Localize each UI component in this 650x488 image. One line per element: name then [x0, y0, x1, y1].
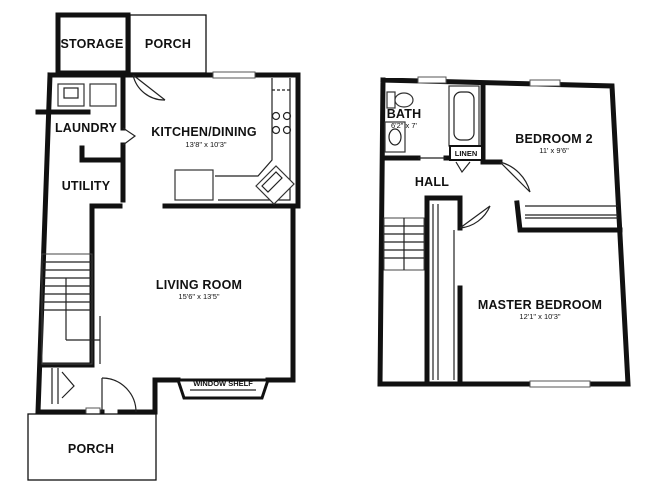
bedroom-2-dimensions: 11' x 9'6" [539, 146, 569, 155]
back-porch-label: PORCH [145, 37, 191, 51]
hall-label: HALL [415, 175, 449, 189]
bedroom-2-window [529, 79, 561, 87]
bath-vanity [384, 121, 406, 153]
first-floor: STORAGE PORCH LAUNDRY KITCHEN/DINING 13'… [27, 12, 301, 481]
washer [57, 83, 85, 107]
linen-closet [449, 145, 483, 174]
storage-label: STORAGE [61, 37, 124, 51]
bedroom-2-door [499, 161, 531, 193]
second-floor: BATH 6'2" x 7' LINEN BEDROOM 2 11' x 9'6… [377, 76, 631, 388]
bathtub [448, 85, 480, 147]
front-porch [27, 413, 157, 481]
second-floor-walls [377, 77, 631, 387]
kitchen-sink [255, 165, 295, 205]
second-floor-stairs [383, 217, 425, 271]
master-bedroom-dimensions: 12'1" x 10'3" [519, 312, 560, 321]
utility-label: UTILITY [62, 179, 111, 193]
entry-closet [51, 368, 75, 404]
kitchen-dining-label: KITCHEN/DINING [151, 125, 257, 139]
kitchen-window [212, 71, 256, 79]
laundry-label: LAUNDRY [55, 121, 118, 135]
first-floor-stairs [41, 253, 101, 365]
stove [271, 111, 292, 135]
bay-window [175, 378, 271, 400]
bath-label: BATH [387, 107, 422, 121]
front-door [101, 377, 137, 413]
linen-label: LINEN [455, 149, 478, 158]
bedroom-2-closet [525, 205, 618, 219]
master-bedroom-window [529, 380, 591, 388]
bath-dimensions: 6'2" x 7' [391, 121, 418, 130]
back-door [132, 74, 166, 101]
laundry-door [122, 127, 137, 146]
front-porch-label: PORCH [68, 442, 114, 456]
kitchen-dining-dimensions: 13'8" x 10'3" [185, 140, 226, 149]
bedroom-2-label: BEDROOM 2 [515, 132, 593, 146]
bath-window [417, 76, 447, 84]
toilet [386, 91, 414, 109]
master-door [459, 205, 491, 229]
refrigerator [174, 169, 214, 201]
window-shelf-label: WINDOW SHELF [193, 379, 253, 388]
living-room-label: LIVING ROOM [156, 278, 242, 292]
master-bedroom-label: MASTER BEDROOM [478, 298, 602, 312]
living-room-dimensions: 15'6" x 13'5" [178, 292, 219, 301]
master-closet [432, 204, 455, 380]
dryer [89, 83, 117, 107]
front-window [85, 407, 101, 415]
